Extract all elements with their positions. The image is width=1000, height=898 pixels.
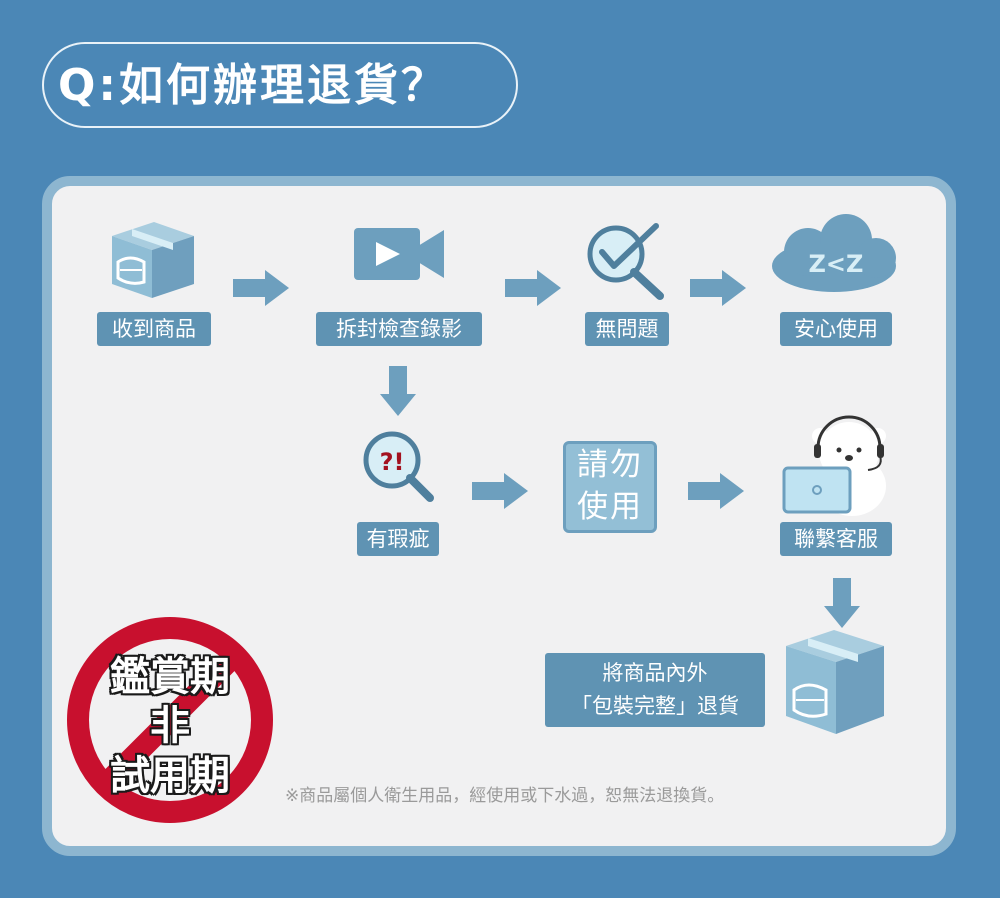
step-unbox: 拆封檢查錄影 — [316, 312, 482, 346]
video-camera-icon — [354, 228, 444, 280]
arrow-unbox-to-check — [505, 270, 561, 306]
stamp-line1: 鑑賞期 — [110, 654, 230, 700]
step-no-problem: 無問題 — [585, 312, 669, 346]
prohibition-stamp — [67, 617, 273, 823]
flow-panel — [42, 176, 956, 856]
customer-service-bear-icon — [782, 415, 886, 516]
arrow-check-to-use — [690, 270, 746, 306]
arrow-unbox-to-defect — [380, 366, 416, 416]
arrow-dont-to-contact — [688, 473, 744, 509]
return-note: 將商品內外 「包裝完整」退貨 — [545, 653, 765, 727]
page-title: Q:如何辦理退貨？ — [58, 60, 448, 111]
footnote: ※商品屬個人衛生用品，經使用或下水過，恕無法退換貨。 — [285, 786, 725, 806]
arrow-defect-to-dont — [472, 473, 528, 509]
do-not-use-line1: 請勿 — [577, 447, 643, 483]
package-return-icon — [786, 630, 884, 734]
do-not-use-box: 請勿 使用 — [563, 441, 657, 533]
question-text: ?! — [380, 448, 405, 476]
title-pill — [42, 42, 518, 128]
do-not-use-line2: 使用 — [577, 489, 643, 525]
arrow-contact-to-return — [824, 578, 860, 628]
package-icon — [112, 222, 194, 298]
arrow-receive-to-unbox — [233, 270, 289, 306]
stamp-line2: 非 — [150, 703, 190, 749]
return-note-line1: 將商品內外 — [602, 661, 708, 685]
question-magnifier-icon: ?! — [363, 431, 434, 502]
step-receive: 收到商品 — [97, 312, 211, 346]
stamp-line3: 試用期 — [110, 753, 230, 799]
check-magnifier-icon — [587, 223, 664, 300]
step-use: 安心使用 — [780, 312, 892, 346]
step-defect: 有瑕疵 — [357, 522, 439, 556]
return-note-line2: 「包裝完整」退貨 — [571, 694, 739, 718]
sleep-cloud-icon: Z<Z — [772, 214, 896, 292]
step-contact: 聯繫客服 — [780, 522, 892, 556]
sleep-text: Z<Z — [809, 250, 864, 278]
